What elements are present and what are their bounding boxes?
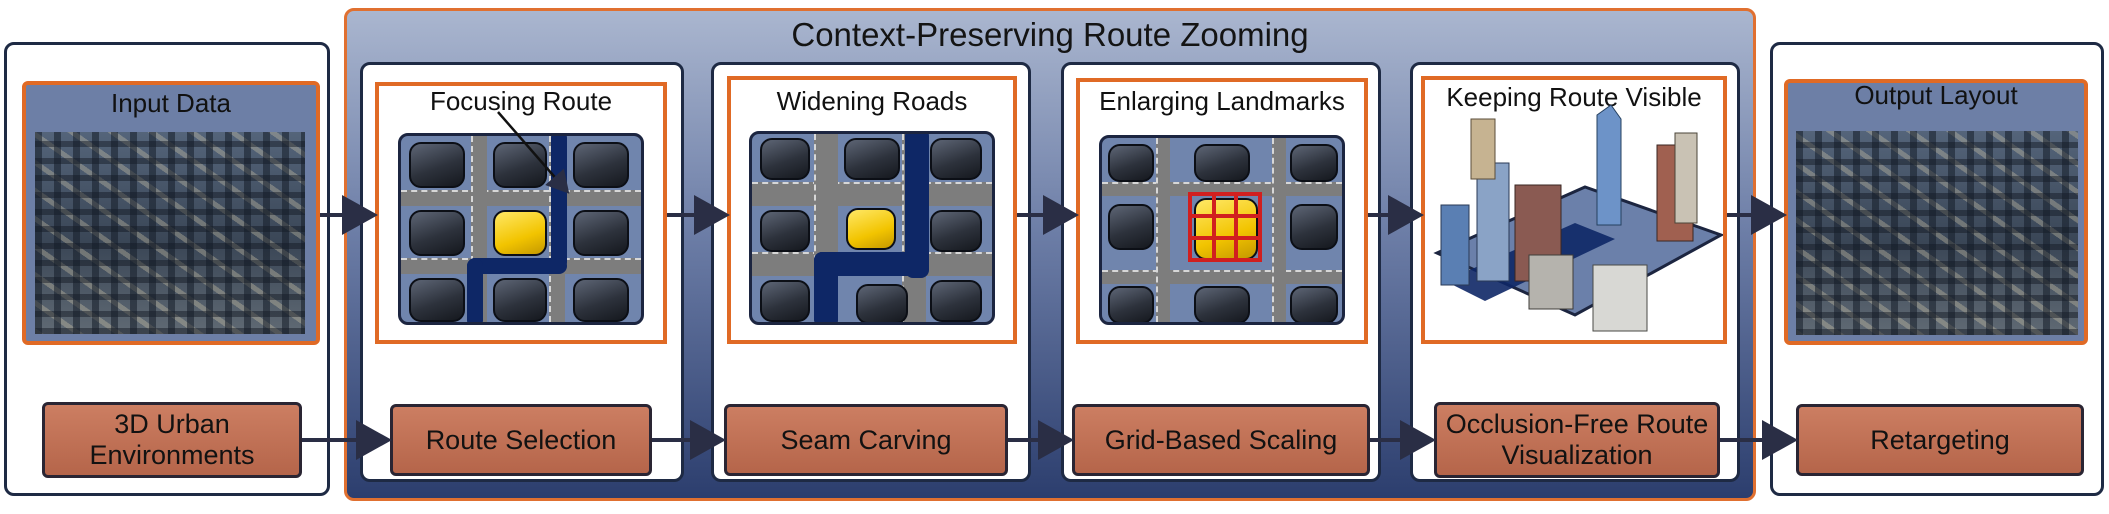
output-city-image [1796, 131, 2078, 335]
landmark-block [846, 208, 896, 250]
enlarging-landmarks-title: Enlarging Landmarks [1099, 86, 1345, 116]
step-grid-based-scaling: Grid-Based Scaling [1072, 404, 1370, 476]
focusing-route-title: Focusing Route [429, 86, 613, 116]
output-image-title: Output Layout [1854, 80, 2018, 110]
step-route-selection: Route Selection [390, 404, 652, 476]
enlarging-landmarks-grid [1099, 135, 1345, 325]
input-city-image [35, 132, 305, 334]
step-retargeting: Retargeting [1796, 404, 2084, 476]
diagram-title: Context-Preserving Route Zooming [791, 16, 1309, 53]
landmark-block [493, 210, 547, 256]
scaling-grid-overlay [1188, 192, 1262, 262]
widening-roads-grid [749, 131, 995, 325]
focus-pointer-arrow [497, 111, 570, 194]
step-seam-carving: Seam Carving [724, 404, 1008, 476]
step-3d-urban-environments: 3D Urban Environments [42, 402, 302, 478]
input-image-title: Input Data [111, 88, 231, 118]
occlusion-free-city-image [1433, 105, 1723, 332]
step-occlusion-free-route-visualization: Occlusion-Free Route Visualization [1434, 402, 1720, 478]
widening-roads-title: Widening Roads [776, 86, 968, 116]
keeping-route-visible-title: Keeping Route Visible [1446, 82, 1702, 112]
landmark-block [1194, 198, 1258, 260]
